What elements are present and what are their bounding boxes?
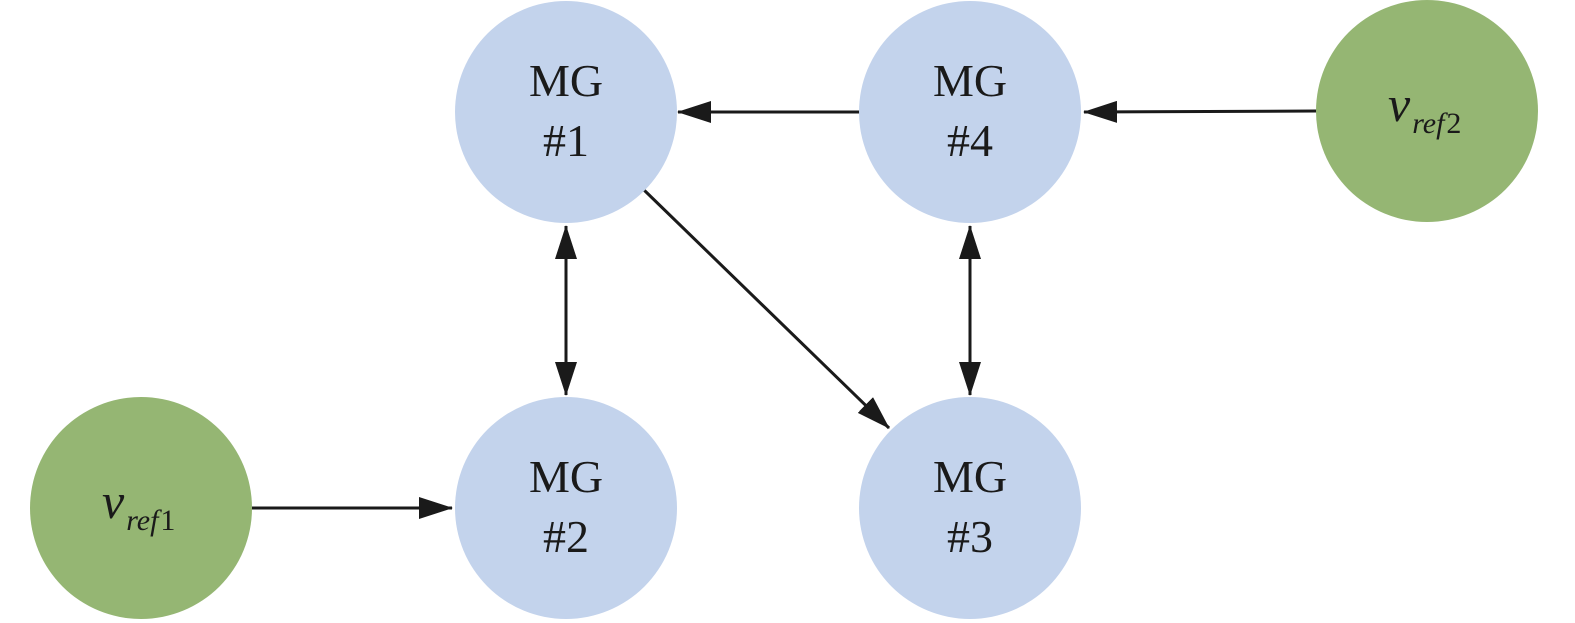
node-vref2-number: 2	[1446, 107, 1461, 140]
node-mg2-line2: #2	[543, 511, 589, 562]
node-mg3-line1: MG	[933, 451, 1007, 502]
node-vref2-subscript: ref	[1412, 107, 1448, 140]
node-vref2-symbol: v	[1388, 76, 1411, 132]
node-mg2-line1: MG	[529, 451, 603, 502]
node-mg2: MG #2	[455, 397, 677, 619]
node-mg3-circle	[859, 397, 1081, 619]
node-vref2: vref2	[1316, 0, 1538, 222]
node-mg4-circle	[859, 1, 1081, 223]
node-vref1: vref1	[30, 397, 252, 619]
edge-mg1-to-mg3	[642, 188, 891, 430]
node-mg4-line2: #4	[947, 115, 993, 166]
node-mg3: MG #3	[859, 397, 1081, 619]
node-mg1-line2: #1	[543, 115, 589, 166]
node-mg1: MG #1	[455, 1, 677, 223]
node-mg3-line2: #3	[947, 511, 993, 562]
node-vref2-circle	[1316, 0, 1538, 222]
node-vref1-label: vref1	[102, 473, 175, 537]
node-vref1-symbol: v	[102, 473, 125, 529]
node-vref1-subscript: ref	[126, 504, 162, 537]
node-mg1-line1: MG	[529, 55, 603, 106]
node-vref1-number: 1	[160, 504, 175, 537]
node-vref1-circle	[30, 397, 252, 619]
node-mg4: MG #4	[859, 1, 1081, 223]
node-mg4-line1: MG	[933, 55, 1007, 106]
node-mg2-circle	[455, 397, 677, 619]
node-mg1-circle	[455, 1, 677, 223]
edge-vref2-to-mg4	[1083, 100, 1318, 123]
node-vref2-label: vref2	[1388, 76, 1461, 140]
